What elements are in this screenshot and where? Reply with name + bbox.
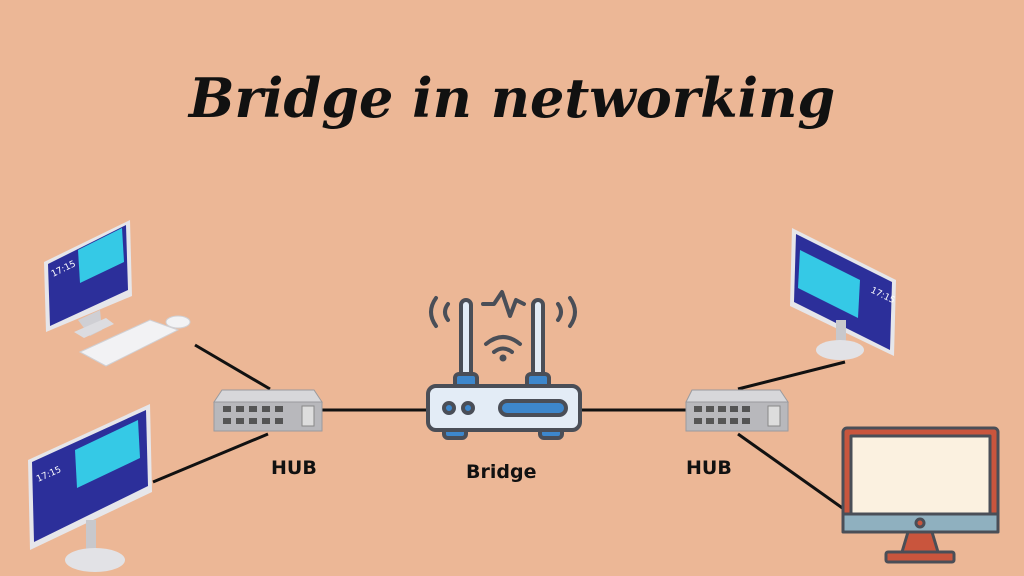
connections	[152, 343, 849, 514]
hub-left-label: HUB	[271, 457, 317, 479]
link-hub-right-pc3	[737, 360, 846, 391]
hub-right-icon	[685, 389, 789, 432]
pulse-icon	[481, 290, 526, 318]
computer-top-left-icon: 17:15	[44, 220, 191, 367]
link-pc1-hub-left	[194, 343, 271, 391]
diagram-title: Bridge in networking	[188, 66, 836, 130]
bridge-router-icon	[426, 290, 582, 440]
link-pc2-hub-left	[152, 432, 269, 484]
hub-left-icon	[213, 389, 323, 432]
signal-wave-left	[429, 296, 438, 328]
computer-monitor-red-icon	[841, 426, 1000, 564]
wifi-icon	[484, 335, 522, 346]
bridge-label: Bridge	[466, 461, 537, 483]
computer-bottom-left-icon: 17:15	[28, 404, 152, 572]
hub-right-label: HUB	[686, 457, 732, 479]
computer-top-right-icon: 17:15	[790, 228, 896, 360]
link-hub-right-pc4	[737, 432, 849, 514]
signal-wave-right	[568, 296, 577, 328]
